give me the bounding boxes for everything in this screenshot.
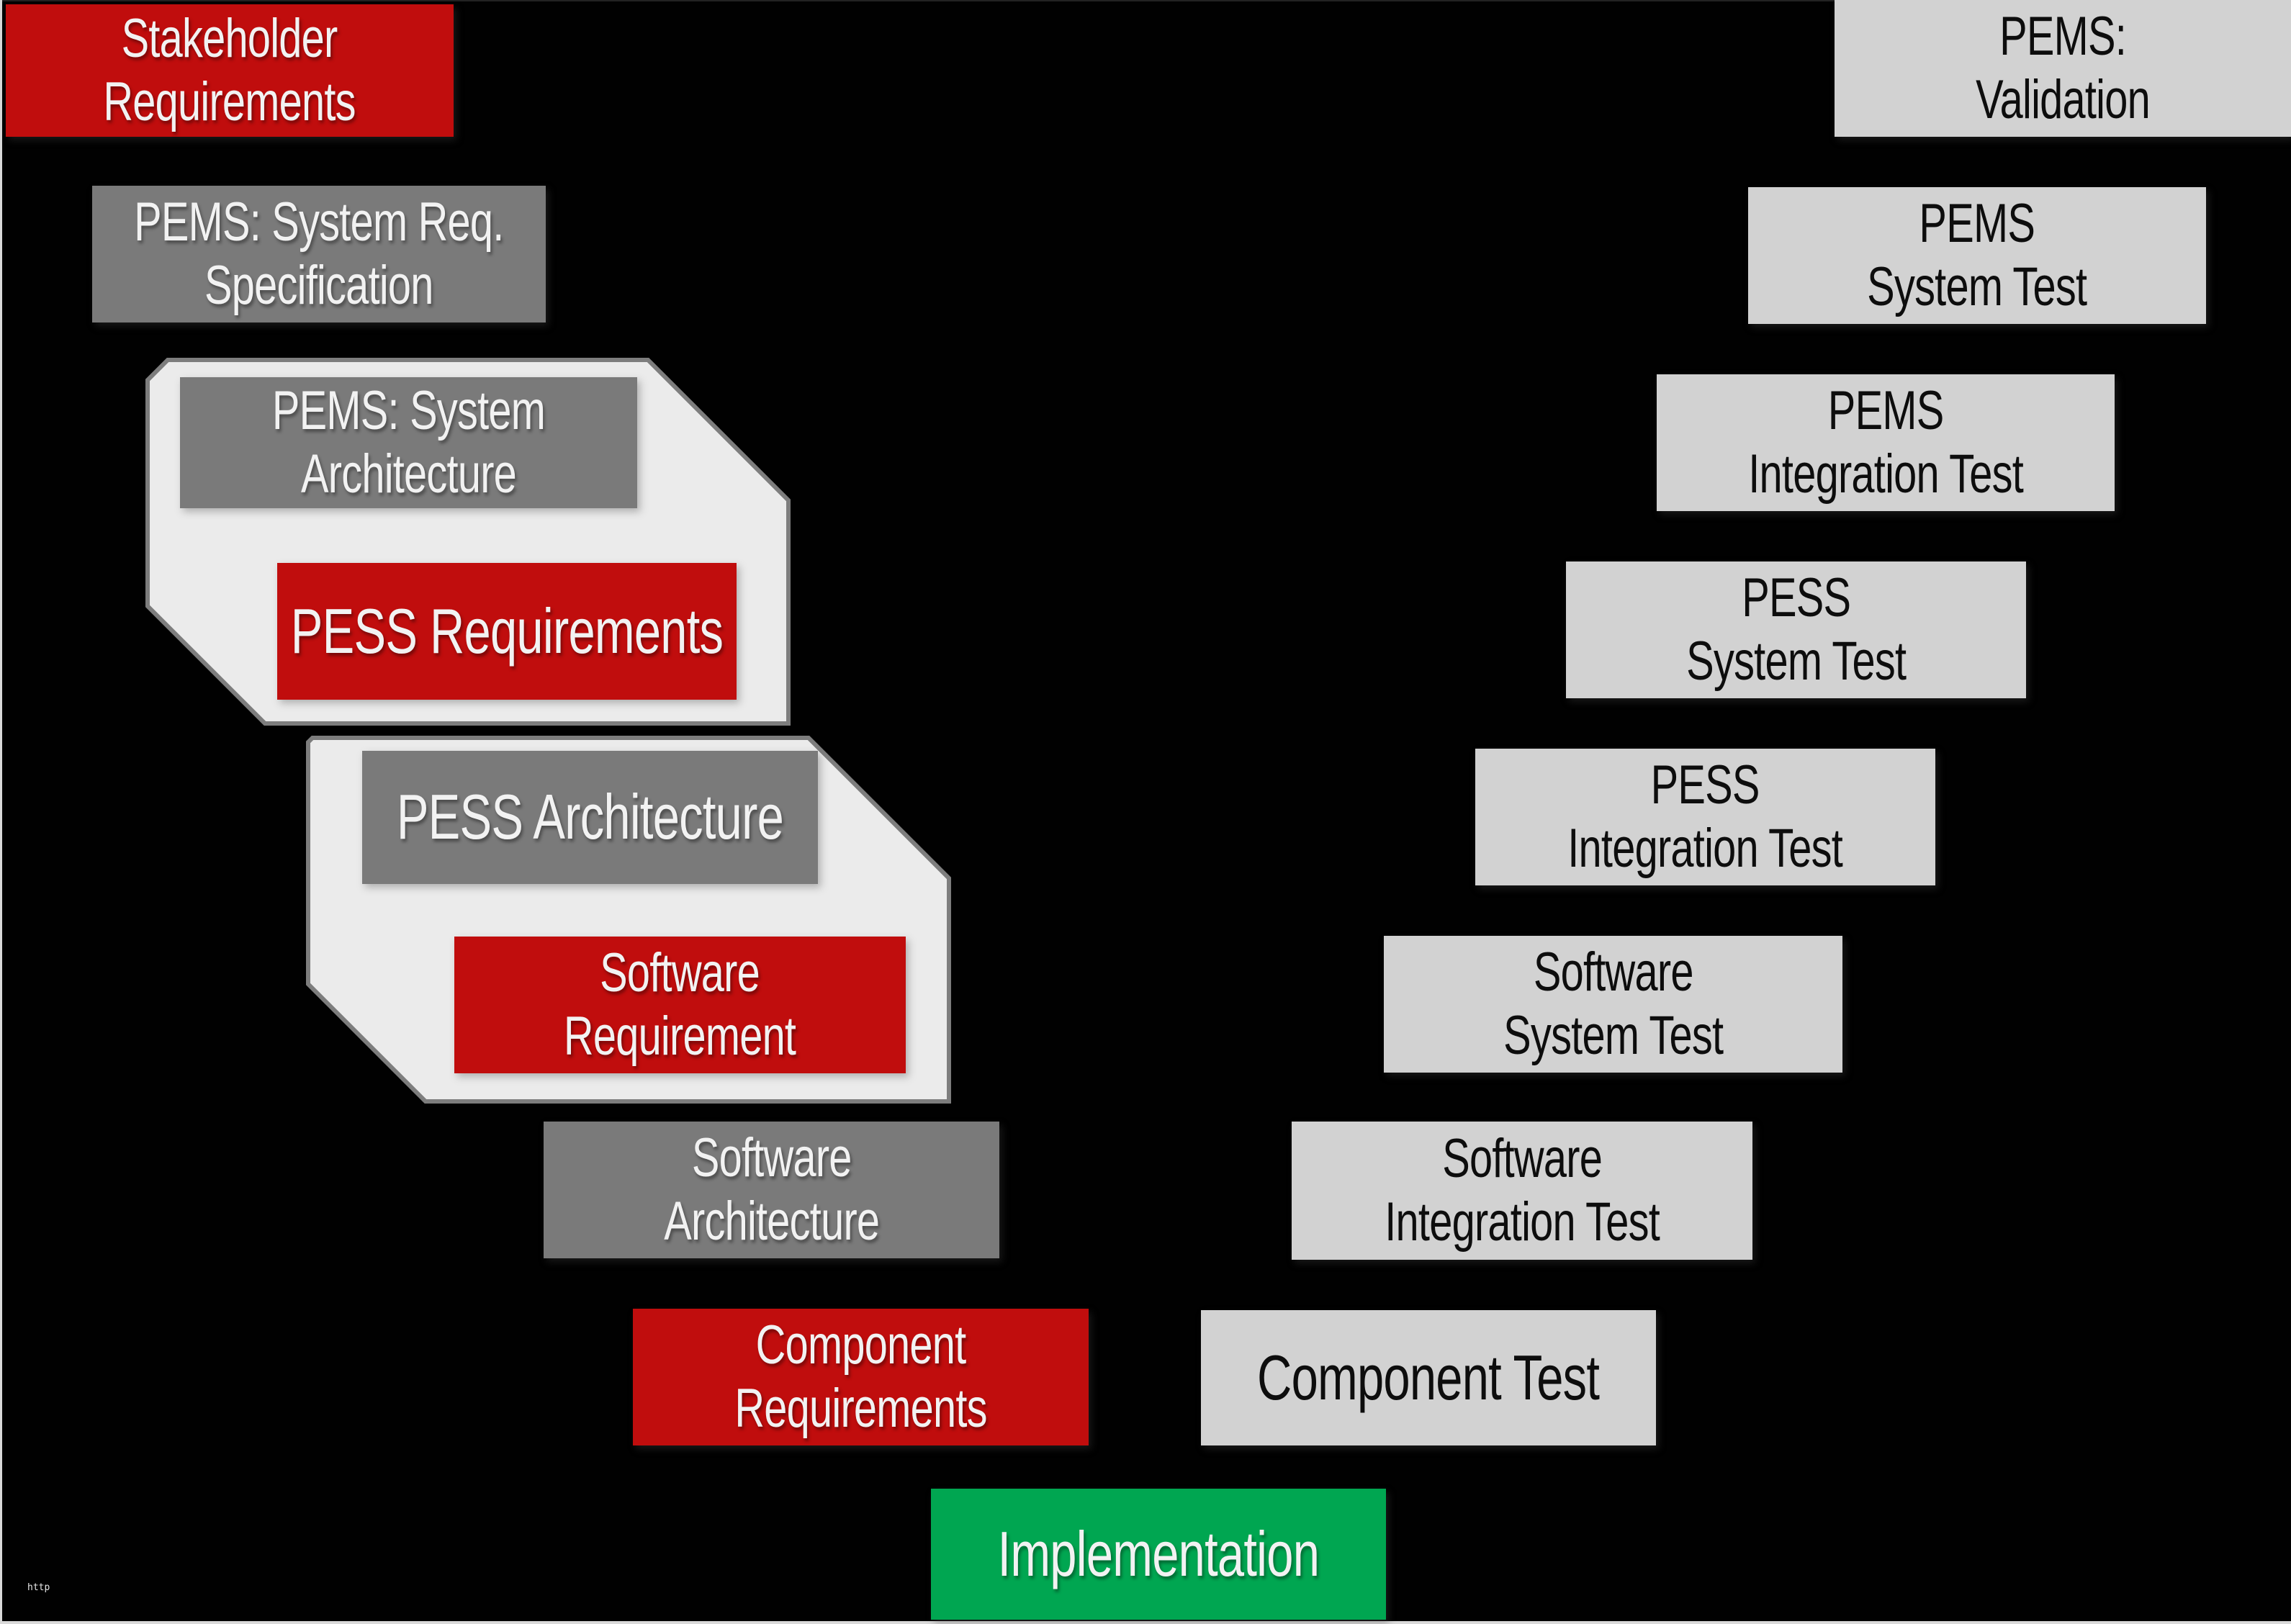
implementation: Implementation bbox=[931, 1489, 1386, 1620]
component-test: Component Test bbox=[1201, 1310, 1656, 1445]
node-label-line: Software bbox=[1442, 1127, 1603, 1189]
pems-system-req-specification-label: PEMS: System Req.Specification bbox=[134, 191, 504, 317]
node-label-line: Component bbox=[755, 1314, 967, 1376]
pems-validation: PEMS:Validation bbox=[1835, 0, 2291, 137]
pess-requirements-label: PESS Requirements bbox=[290, 595, 724, 667]
node-label-line: PEMS: System bbox=[271, 379, 546, 441]
pess-requirements: PESS Requirements bbox=[277, 563, 737, 700]
node-label-line: System Test bbox=[1867, 256, 2087, 317]
node-label-line: Architecture bbox=[663, 1191, 880, 1252]
node-label-line: Requirement bbox=[564, 1006, 796, 1067]
node-label-line: PESS Requirements bbox=[290, 595, 724, 667]
node-label-line: PESS bbox=[1650, 754, 1760, 816]
node-label-line: Stakeholder bbox=[122, 7, 338, 69]
node-label-line: Component Test bbox=[1257, 1341, 1600, 1413]
node-label-line: Specification bbox=[204, 255, 433, 316]
node-label-line: PEMS bbox=[1827, 379, 1944, 441]
node-label-line: System Test bbox=[1503, 1005, 1724, 1066]
node-label-line: PESS Architecture bbox=[396, 781, 784, 853]
node-label-line: PEMS: bbox=[1999, 5, 2127, 67]
implementation-label: Implementation bbox=[997, 1517, 1320, 1589]
node-label-line: Requirements bbox=[103, 71, 356, 132]
node-label-line: PEMS: System Req. bbox=[134, 191, 504, 253]
component-test-label: Component Test bbox=[1257, 1341, 1600, 1413]
node-label-line: Integration Test bbox=[1748, 443, 2023, 505]
node-label-line: Architecture bbox=[300, 443, 517, 505]
node-label-line: Requirements bbox=[734, 1378, 987, 1439]
node-label-line: Software bbox=[600, 942, 761, 1003]
watermark-text: http bbox=[27, 1582, 50, 1593]
node-label-line: Implementation bbox=[997, 1517, 1320, 1589]
pess-architecture-label: PESS Architecture bbox=[396, 781, 784, 853]
node-label-line: Integration Test bbox=[1385, 1191, 1660, 1253]
node-label-line: System Test bbox=[1685, 631, 1907, 692]
node-label-line: Integration Test bbox=[1567, 818, 1843, 879]
node-label-line: PEMS bbox=[1919, 192, 2035, 254]
node-label-line: Software bbox=[1533, 941, 1694, 1003]
node-label-line: Software bbox=[691, 1127, 852, 1188]
pems-validation-label: PEMS:Validation bbox=[1976, 5, 2151, 132]
pems-system-req-specification: PEMS: System Req.Specification bbox=[92, 186, 546, 322]
node-label-line: PESS bbox=[1741, 567, 1851, 628]
pess-architecture: PESS Architecture bbox=[362, 751, 818, 884]
node-label-line: Validation bbox=[1976, 69, 2151, 130]
